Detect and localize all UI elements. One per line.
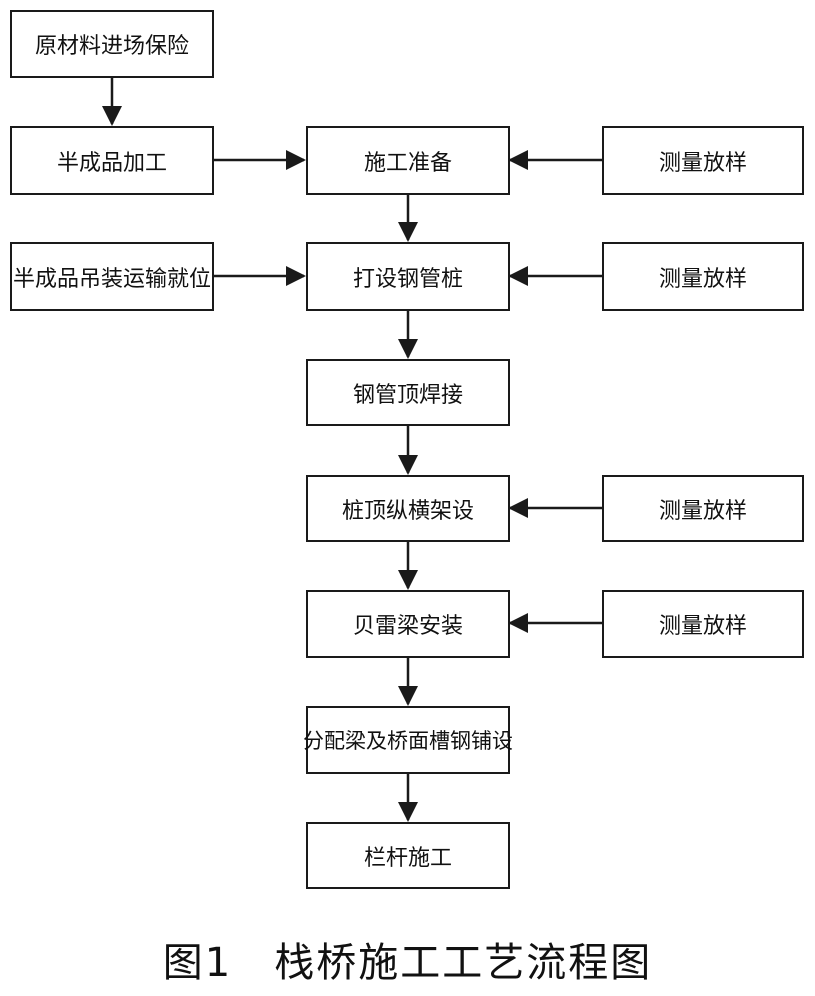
- raw-material-box: 原材料进场保险: [10, 10, 214, 78]
- distribution-beam-label: 分配梁及桥面槽钢铺设: [303, 729, 513, 753]
- bailey-beam-box: 贝雷梁安装: [306, 590, 510, 658]
- survey-box-3: 测量放样: [602, 475, 804, 542]
- semi-transport-label: 半成品吊装运输就位: [12, 266, 211, 292]
- semi-processing-box: 半成品加工: [10, 126, 214, 195]
- railing-label: 栏杆施工: [363, 845, 452, 871]
- bailey-beam-label: 贝雷梁安装: [352, 614, 463, 639]
- survey-label-3: 测量放样: [658, 498, 747, 524]
- pile-top-beam-box: 桩顶纵横架设: [306, 475, 510, 542]
- distribution-beam-box: 分配梁及桥面槽钢铺设: [303, 706, 513, 774]
- raw-material-label: 原材料进场保险: [34, 34, 189, 59]
- survey-box-1: 测量放样: [602, 126, 804, 195]
- pile-top-beam-label: 桩顶纵横架设: [341, 498, 474, 524]
- semi-processing-label: 半成品加工: [56, 150, 167, 176]
- construction-prep-label: 施工准备: [363, 150, 452, 176]
- railing-box: 栏杆施工: [306, 822, 510, 889]
- survey-label-4: 测量放样: [658, 614, 747, 639]
- pile-top-weld-label: 钢管顶焊接: [352, 382, 463, 408]
- pile-top-weld-box: 钢管顶焊接: [306, 359, 510, 426]
- semi-transport-box: 半成品吊装运输就位: [10, 242, 214, 311]
- construction-prep-box: 施工准备: [306, 126, 510, 195]
- figure-caption: 图1 栈桥施工工艺流程图: [162, 940, 653, 986]
- survey-box-4: 测量放样: [602, 590, 804, 658]
- drive-pile-label: 打设钢管桩: [352, 266, 463, 292]
- survey-box-2: 测量放样: [602, 242, 804, 311]
- drive-pile-box: 打设钢管桩: [306, 242, 510, 311]
- survey-label-1: 测量放样: [658, 150, 747, 176]
- survey-label-2: 测量放样: [658, 266, 747, 292]
